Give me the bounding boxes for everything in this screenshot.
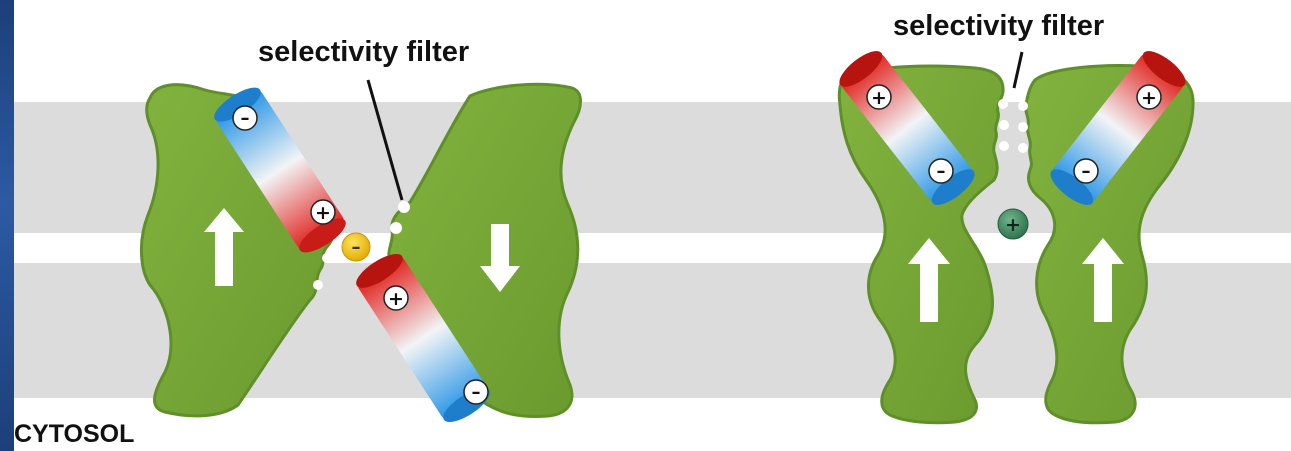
filter-notch — [390, 222, 402, 234]
negative-ion: – — [341, 232, 371, 262]
cytosol-label: CYTOSOL — [14, 420, 135, 448]
charge-negative-badge: – — [463, 379, 489, 405]
filter-notch — [1018, 122, 1028, 132]
minus-sign: – — [352, 237, 361, 258]
filter-notch — [313, 280, 323, 290]
filter-notch — [999, 120, 1009, 130]
filter-notch — [999, 141, 1009, 151]
plus-sign: + — [1141, 87, 1157, 109]
charge-negative-badge: – — [232, 105, 258, 131]
arrow-up-icon — [908, 238, 950, 322]
charge-positive-badge: + — [1136, 84, 1162, 110]
plus-sign: + — [871, 87, 887, 109]
charge-negative-badge: – — [928, 158, 954, 184]
filter-notch — [398, 201, 410, 213]
plus-sign: + — [1005, 214, 1021, 236]
charge-positive-badge: + — [866, 84, 892, 110]
minus-sign: – — [1082, 161, 1091, 182]
minus-sign: – — [241, 108, 250, 129]
arrow-up-icon — [204, 208, 244, 286]
minus-sign: – — [472, 382, 481, 403]
filter-notch — [322, 253, 332, 263]
filter-notch — [1018, 101, 1028, 111]
charge-positive-badge: + — [383, 285, 409, 311]
minus-sign: – — [937, 161, 946, 182]
charge-negative-badge: – — [1073, 158, 1099, 184]
arrow-up-icon — [1082, 238, 1124, 322]
filter-notch — [1018, 143, 1028, 153]
slide-border — [0, 0, 14, 451]
filter-notch — [998, 99, 1008, 109]
charge-positive-badge: + — [310, 199, 336, 225]
plus-sign: + — [315, 202, 331, 224]
arrow-down-icon — [480, 224, 520, 292]
filter-pointer-line — [366, 79, 404, 201]
selectivity-filter-label-right: selectivity filter — [893, 10, 1105, 42]
channel-subunit-right-a — [837, 64, 1005, 425]
positive-ion: + — [997, 208, 1029, 240]
selectivity-filter-label-left: selectivity filter — [258, 36, 470, 68]
plus-sign: + — [388, 288, 404, 310]
filter-pointer-line — [1012, 51, 1024, 89]
